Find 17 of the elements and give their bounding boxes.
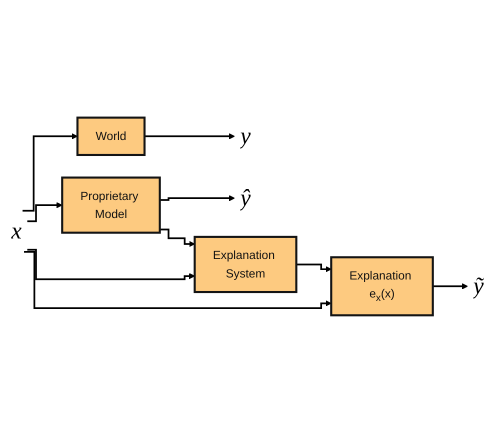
arrow (144, 133, 235, 140)
arrow (22, 133, 78, 212)
arrow (160, 195, 235, 202)
node-box: Explanation System (194, 236, 298, 294)
arrow (160, 228, 196, 248)
node-box: Proprietary Model (61, 176, 161, 234)
node-box: Explanation e$_{x}$(x) (330, 256, 434, 316)
arrow (24, 251, 332, 309)
node-text: y (240, 123, 251, 150)
node-text: x (11, 218, 22, 244)
node-box: World (76, 116, 146, 156)
arrow (296, 264, 332, 272)
node-text: ỹ (473, 273, 484, 300)
arrow (432, 283, 468, 290)
arrow (27, 248, 196, 280)
arrow (27, 202, 62, 222)
node-text: ŷ (240, 185, 251, 212)
